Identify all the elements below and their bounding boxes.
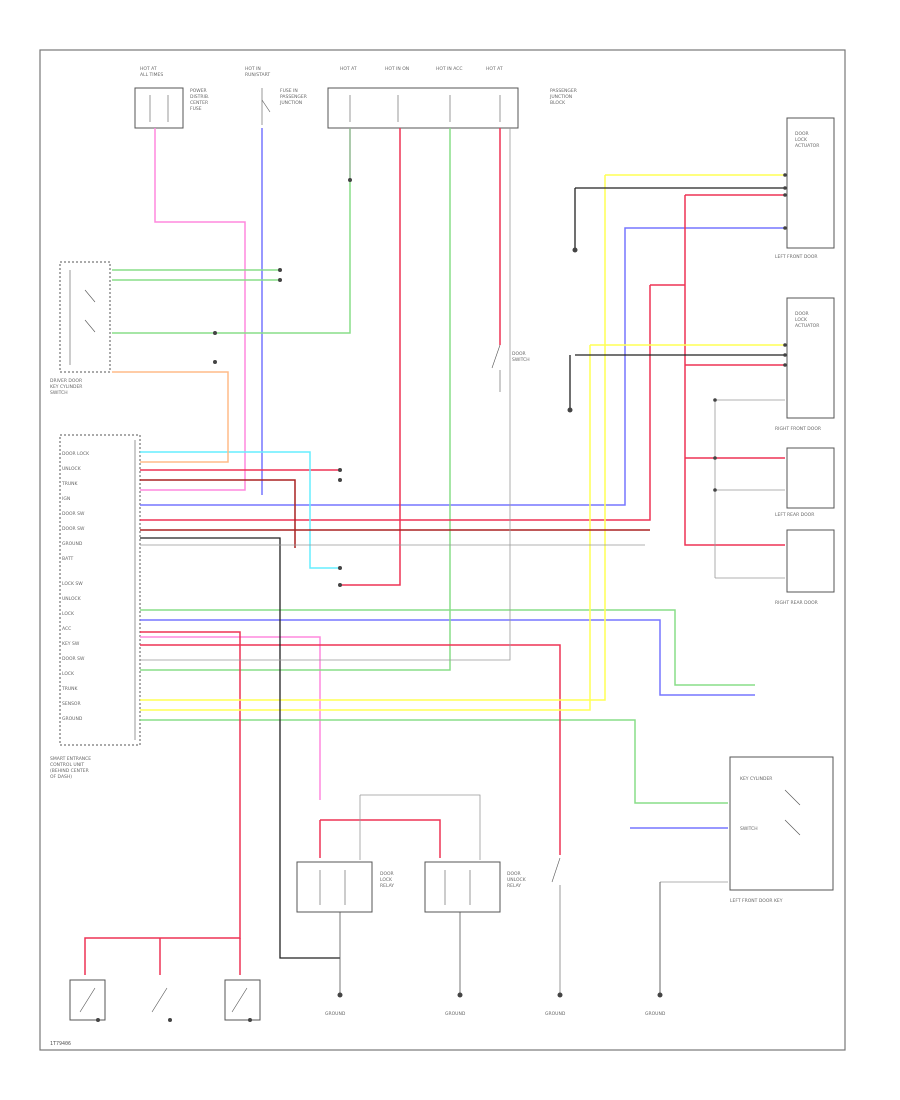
- svg-text:DOOR SW: DOOR SW: [62, 526, 85, 532]
- svg-text:IGN: IGN: [62, 496, 70, 502]
- svg-text:JUNCTION: JUNCTION: [279, 100, 302, 106]
- svg-text:BLOCK: BLOCK: [550, 100, 566, 106]
- svg-text:JUNCTION: JUNCTION: [549, 94, 572, 100]
- svg-text:ALL TIMES: ALL TIMES: [140, 72, 163, 78]
- svg-text:HOT AT: HOT AT: [140, 66, 157, 72]
- svg-text:SWITCH: SWITCH: [50, 390, 68, 396]
- svg-text:(BEHIND CENTER: (BEHIND CENTER: [50, 768, 89, 774]
- svg-text:ACTUATOR: ACTUATOR: [795, 143, 819, 149]
- svg-text:HOT IN ON: HOT IN ON: [385, 66, 409, 72]
- svg-text:BATT: BATT: [62, 556, 73, 562]
- svg-text:DOOR: DOOR: [795, 311, 809, 317]
- ground-icon: GROUND GROUND GROUND GROUND: [325, 247, 666, 1017]
- svg-text:GROUND: GROUND: [62, 716, 83, 722]
- svg-text:LOCK: LOCK: [795, 317, 808, 323]
- svg-text:HOT AT: HOT AT: [340, 66, 357, 72]
- ground-feeds: [339, 882, 661, 995]
- svg-text:LOCK: LOCK: [795, 137, 808, 143]
- svg-text:PASSENGER: PASSENGER: [550, 88, 577, 94]
- svg-text:GROUND: GROUND: [325, 1011, 346, 1017]
- svg-text:DISTRIB.: DISTRIB.: [190, 94, 209, 100]
- svg-text:KEY CYLINDER: KEY CYLINDER: [740, 776, 772, 782]
- svg-text:DOOR: DOOR: [512, 351, 526, 357]
- svg-text:ACC: ACC: [62, 626, 71, 632]
- svg-text:HOT AT: HOT AT: [486, 66, 503, 72]
- svg-text:POWER: POWER: [190, 88, 207, 94]
- lower-door-switch: [551, 857, 561, 995]
- svg-text:SMART ENTRANCE: SMART ENTRANCE: [50, 756, 91, 762]
- svg-text:LEFT FRONT DOOR KEY: LEFT FRONT DOOR KEY: [730, 898, 783, 904]
- svg-text:HOT IN ACC: HOT IN ACC: [436, 66, 463, 72]
- svg-text:LOCK: LOCK: [62, 671, 75, 677]
- svg-text:HOT IN: HOT IN: [245, 66, 261, 72]
- svg-text:ACTUATOR: ACTUATOR: [795, 323, 819, 329]
- svg-text:RIGHT REAR DOOR: RIGHT REAR DOOR: [775, 600, 818, 606]
- svg-text:UNLOCK: UNLOCK: [507, 877, 527, 883]
- svg-text:LEFT REAR DOOR: LEFT REAR DOOR: [775, 512, 814, 518]
- svg-text:GROUND: GROUND: [545, 1011, 566, 1017]
- svg-text:CENTER: CENTER: [190, 100, 208, 106]
- wires: [84, 128, 785, 995]
- svg-text:LOCK: LOCK: [62, 611, 75, 617]
- svg-text:RELAY: RELAY: [380, 883, 394, 889]
- svg-text:LOCK SW: LOCK SW: [62, 581, 83, 587]
- svg-text:UNLOCK: UNLOCK: [62, 466, 82, 472]
- svg-text:RIGHT FRONT DOOR: RIGHT FRONT DOOR: [775, 426, 821, 432]
- svg-text:PASSENGER: PASSENGER: [280, 94, 307, 100]
- key-switch-box: KEY CYLINDER SWITCH LEFT FRONT DOOR KEY: [729, 756, 834, 904]
- svg-text:FUSE IN: FUSE IN: [280, 88, 298, 94]
- svg-text:TRUNK: TRUNK: [61, 481, 79, 487]
- svg-text:CONTROL UNIT: CONTROL UNIT: [50, 762, 84, 768]
- svg-text:FUSE: FUSE: [190, 106, 202, 112]
- door-switches-bottom: [69, 979, 261, 1022]
- svg-text:DOOR: DOOR: [380, 871, 394, 877]
- svg-text:GROUND: GROUND: [645, 1011, 666, 1017]
- svg-text:TRUNK: TRUNK: [61, 686, 79, 692]
- svg-text:DOOR: DOOR: [507, 871, 521, 877]
- svg-text:DOOR SW: DOOR SW: [62, 656, 85, 662]
- svg-text:DOOR LOCK: DOOR LOCK: [62, 451, 90, 457]
- svg-text:LEFT FRONT DOOR: LEFT FRONT DOOR: [775, 254, 818, 260]
- svg-text:RELAY: RELAY: [507, 883, 521, 889]
- svg-text:OF DASH): OF DASH): [50, 774, 72, 780]
- svg-text:KEY SW: KEY SW: [62, 641, 80, 647]
- svg-text:KEY CYLINDER: KEY CYLINDER: [50, 384, 82, 390]
- fuse-block-center: HOT AT HOT IN ON HOT IN ACC HOT AT PASSENG…: [327, 66, 577, 129]
- right-actuator-3: LEFT REAR DOOR: [775, 447, 835, 518]
- svg-text:SWITCH: SWITCH: [740, 826, 758, 832]
- svg-text:SENSOR: SENSOR: [62, 701, 81, 707]
- svg-text:SWITCH: SWITCH: [512, 357, 530, 363]
- diagram-code: 1T79406: [50, 1041, 71, 1047]
- diagram-frame: [39, 49, 846, 1051]
- svg-text:GROUND: GROUND: [62, 541, 83, 547]
- svg-text:DOOR SW: DOOR SW: [62, 511, 85, 517]
- svg-text:GROUND: GROUND: [445, 1011, 466, 1017]
- svg-text:DOOR: DOOR: [795, 131, 809, 137]
- svg-text:UNLOCK: UNLOCK: [62, 596, 82, 602]
- svg-text:DRIVER DOOR: DRIVER DOOR: [50, 378, 82, 384]
- right-actuator-4: RIGHT REAR DOOR: [775, 529, 835, 606]
- connector-icon: [213, 173, 787, 587]
- svg-text:LOCK: LOCK: [380, 877, 393, 883]
- svg-text:RUN/START: RUN/START: [245, 72, 270, 78]
